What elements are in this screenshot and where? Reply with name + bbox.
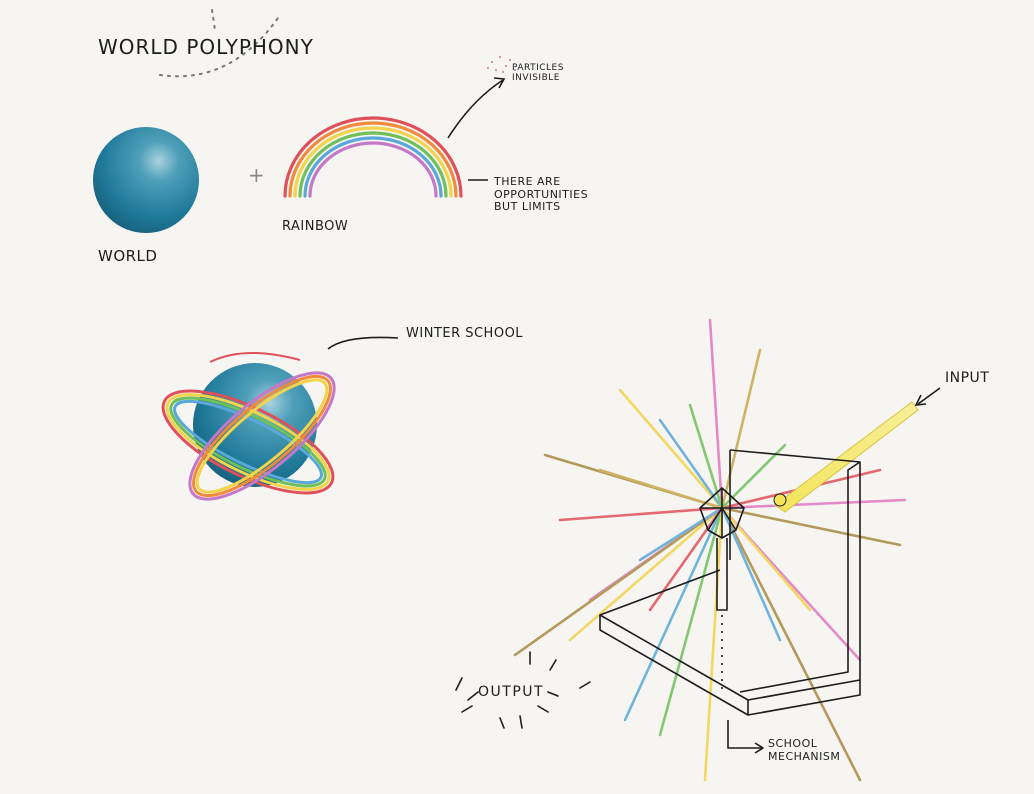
input-label: INPUT bbox=[945, 370, 990, 386]
particles-label: PARTICLES INVISIBLE bbox=[512, 63, 564, 84]
radiating-strokes bbox=[513, 318, 907, 782]
world-globe bbox=[93, 127, 199, 233]
school-mechanism bbox=[599, 449, 861, 754]
winter-school-label: WINTER SCHOOL bbox=[406, 326, 524, 341]
sketch-title: WORLD POLYPHONY bbox=[98, 35, 314, 59]
rainbow-label: RAINBOW bbox=[282, 219, 349, 234]
title-dotted-arc bbox=[159, 17, 279, 78]
title-dotted-arc-2 bbox=[211, 9, 216, 31]
particles-arrow bbox=[447, 79, 504, 139]
input-beam bbox=[774, 401, 919, 513]
plus-sign: + bbox=[248, 163, 265, 187]
winter-school-pointer bbox=[327, 336, 399, 350]
output-label: OUTPUT bbox=[478, 684, 545, 700]
particle-dots bbox=[487, 56, 516, 73]
output-marks bbox=[455, 651, 591, 729]
school-mechanism-label: SCHOOL MECHANISM bbox=[768, 737, 841, 763]
input-arrow bbox=[917, 387, 941, 405]
world-label: WORLD bbox=[98, 247, 158, 265]
rainbow-arc bbox=[283, 116, 463, 198]
opportunities-label: THERE ARE OPPORTUNITIES BUT LIMITS bbox=[494, 175, 589, 214]
winter-school-planet bbox=[161, 352, 336, 501]
